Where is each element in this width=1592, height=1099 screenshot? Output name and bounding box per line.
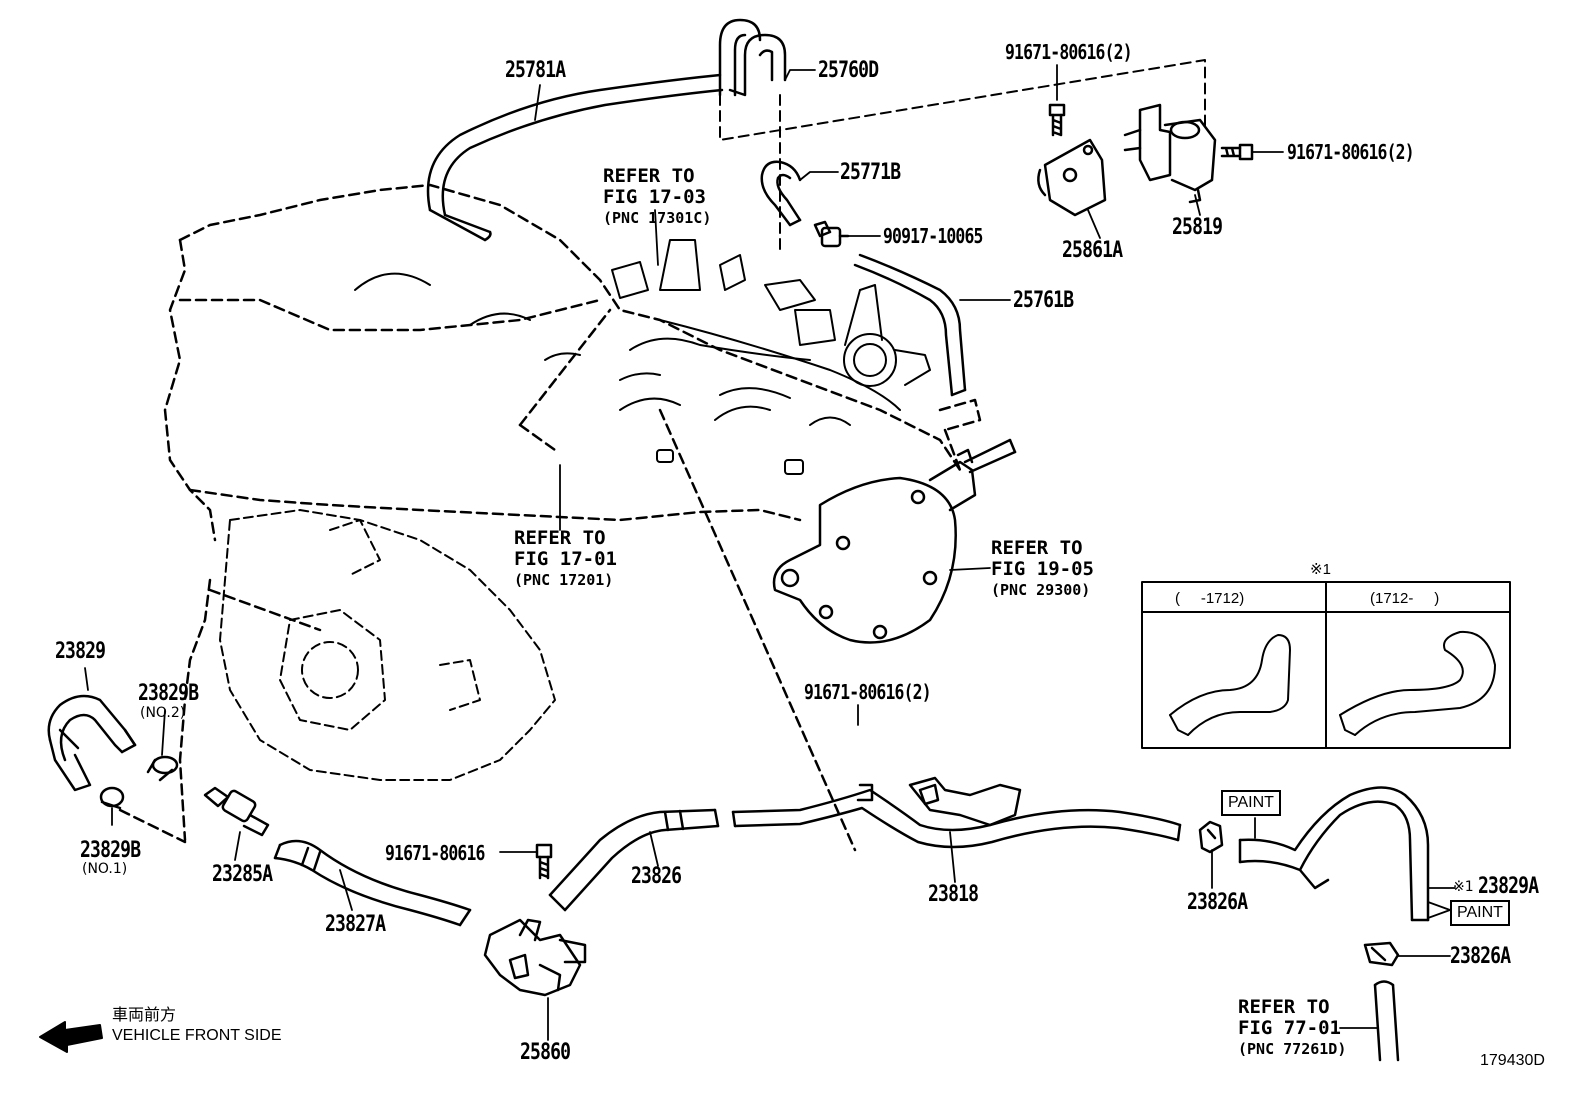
throttle-body [219, 509, 556, 781]
diagram-id: 179430D [1480, 1052, 1545, 1069]
refer-line2: FIG 17-03 [603, 186, 706, 208]
bolt-low-shape [535, 843, 553, 880]
note-mark1-23829A: ※1 [1453, 879, 1474, 895]
paint-tag-upper: PAINT [1221, 790, 1281, 816]
refer-line3: (PNC 77261D) [1238, 1040, 1347, 1058]
refer-line1: REFER TO [1238, 996, 1330, 1018]
refer-line1: REFER TO [603, 165, 695, 187]
hose-23827A [273, 839, 472, 927]
label-23829A: 23829A [1478, 874, 1539, 899]
label-23818: 23818 [928, 882, 979, 907]
fitting-90917 [813, 220, 850, 248]
label-25861A: 25861A [1062, 238, 1123, 263]
clip-23826A-a [1198, 820, 1224, 854]
pipe-23818 [731, 776, 1182, 849]
connector-23285A [203, 786, 270, 837]
hose-23826 [548, 808, 720, 912]
clamp-23829B-1 [99, 786, 125, 810]
refer-line1: REFER TO [514, 527, 606, 549]
refer-fig-17-03[interactable]: REFER TO FIG 17-03 (PNC 17301C) [603, 166, 711, 229]
inset-header-right: (1712- ) [1370, 590, 1440, 607]
note-no2: (NO.2) [140, 705, 186, 721]
inset-box [1141, 581, 1511, 749]
vehicle-front-jp: 車両前方 [112, 1007, 177, 1024]
label-25819: 25819 [1172, 215, 1223, 240]
label-23826: 23826 [631, 864, 682, 889]
label-23829B-no1: 23829B [80, 838, 141, 863]
hose-25760D [718, 18, 787, 97]
refer-fig-77-01[interactable]: REFER TO FIG 77-01 (PNC 77261D) [1238, 997, 1346, 1060]
label-25760D: 25760D [818, 58, 879, 83]
hose-23829A [1238, 786, 1430, 922]
vehicle-front-label: 車両前方 VEHICLE FRONT SIDE [112, 1006, 282, 1046]
clip-23826A-b [1363, 941, 1400, 967]
bracket-25861A [1037, 138, 1107, 217]
refer-line3: (PNC 17201) [514, 571, 614, 589]
label-25771B: 25771B [840, 160, 901, 185]
front-arrow-icon [39, 1021, 103, 1053]
label-23829: 23829 [55, 639, 106, 664]
label-bolt-right: 91671-80616(2) [1287, 140, 1415, 164]
clamp-23829B-2 [146, 755, 179, 782]
label-23827A: 23827A [325, 912, 386, 937]
label-bolt-top: 91671-80616(2) [1005, 40, 1133, 64]
engine-features [354, 272, 901, 475]
vehicle-front-en: VEHICLE FRONT SIDE [112, 1027, 282, 1044]
label-bolt-mid: 91671-80616(2) [804, 680, 932, 704]
inset-header-left: ( -1712) [1175, 590, 1245, 607]
refer-line2: FIG 77-01 [1238, 1017, 1341, 1039]
vacuum-pump [772, 438, 1017, 644]
refer-fig-17-01[interactable]: REFER TO FIG 17-01 (PNC 17201) [514, 528, 617, 591]
label-90917-10065: 90917-10065 [883, 224, 983, 248]
refer-line3: (PNC 17301C) [603, 209, 712, 227]
bolt-top-shape [1048, 103, 1066, 137]
engine-outline [118, 183, 982, 852]
note-no1: (NO.1) [82, 861, 128, 877]
valve-25819 [1123, 103, 1217, 204]
refer-line2: FIG 17-01 [514, 548, 617, 570]
label-25781A: 25781A [505, 58, 566, 83]
refer-line1: REFER TO [991, 537, 1083, 559]
refer-line2: FIG 19-05 [991, 558, 1094, 580]
hose-25761B [853, 253, 967, 397]
bolt-right-shape [1220, 143, 1254, 161]
refer-line3: (PNC 29300) [991, 581, 1091, 599]
label-25860: 25860 [520, 1040, 571, 1065]
label-23826A-lower: 23826A [1450, 944, 1511, 969]
label-23829B-no2: 23829B [138, 681, 199, 706]
pipe-fig7701 [1373, 980, 1400, 1062]
paint-tag-lower: PAINT [1450, 900, 1510, 926]
label-25761B: 25761B [1013, 288, 1074, 313]
hose-25771B [760, 160, 802, 227]
hose-23829 [47, 694, 137, 792]
inset-mark: ※1 [1310, 561, 1331, 578]
label-23285A: 23285A [212, 862, 273, 887]
refer-fig-19-05[interactable]: REFER TO FIG 19-05 (PNC 29300) [991, 538, 1094, 601]
valve-25860 [483, 918, 587, 997]
hose-25781A [426, 73, 724, 242]
leader-lines [84, 64, 1456, 1041]
label-bolt-low: 91671-80616 [385, 841, 485, 865]
label-23826A-upper: 23826A [1187, 890, 1248, 915]
intake-components [611, 239, 931, 387]
